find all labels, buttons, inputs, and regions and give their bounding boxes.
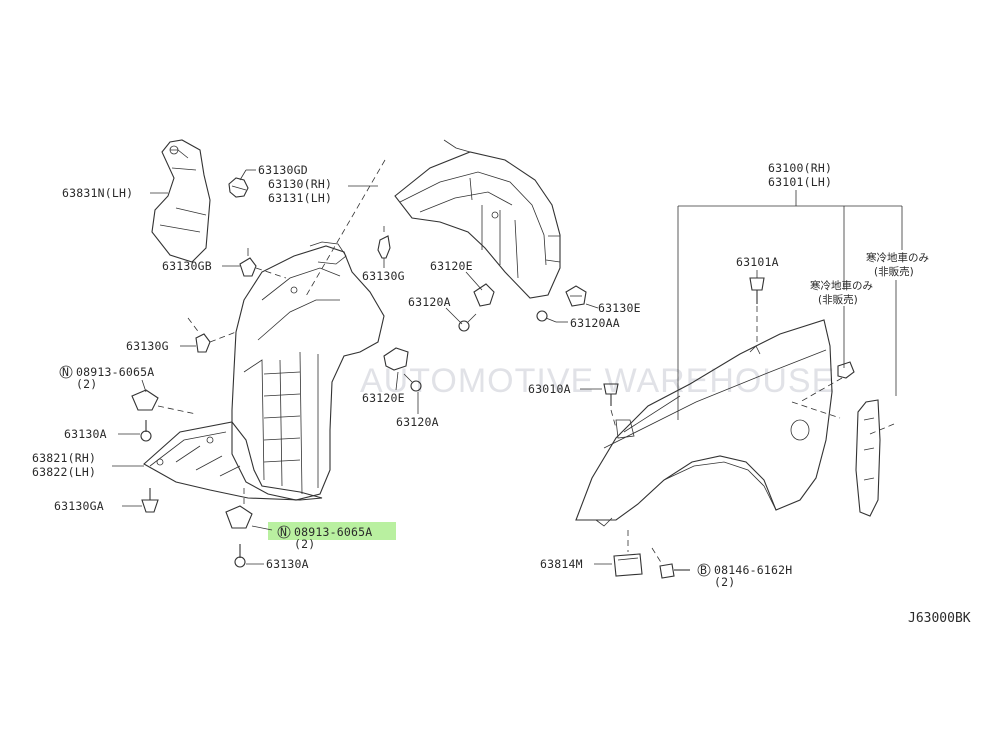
part-fender-liner-rear: [394, 139, 561, 299]
label-63120aa: 63120AA: [570, 316, 620, 330]
label-63822-lh: 63822(LH): [32, 465, 96, 479]
screw-63130a-left: [140, 420, 152, 442]
clip-63120e-upper: [473, 283, 495, 307]
label-08913-upper-qty: (2): [76, 377, 97, 391]
clip-63120e-lower: [383, 347, 409, 371]
screw-63010a: [603, 383, 619, 406]
label-63130ga: 63130GA: [54, 499, 104, 513]
part-63814m-insulator: [613, 553, 643, 577]
clip-63130gd: [228, 177, 249, 198]
label-63101a: 63101A: [736, 255, 779, 269]
part-fender-liner-front: [231, 241, 385, 501]
label-63130gd: 63130GD: [258, 163, 308, 177]
note-cold-region-1: 寒冷地車のみ: [866, 251, 929, 264]
clip-63130e: [565, 285, 587, 307]
label-63010a: 63010A: [528, 382, 571, 396]
part-front-fender: [575, 319, 833, 527]
label-63814m: 63814M: [540, 557, 583, 571]
label-63120a-top: 63120A: [408, 295, 451, 309]
label-08913-lower-qty: (2): [294, 537, 315, 551]
highlight-08913-lower: [268, 522, 396, 540]
diagram-code: J63000BK: [908, 611, 971, 626]
clip-63130g-mid: [377, 226, 391, 259]
screw-63101a: [749, 277, 765, 304]
label-63130e: 63130E: [598, 301, 641, 315]
label-63100-rh: 63100(RH): [768, 161, 832, 175]
note-not-for-sale-1: (非販売): [874, 265, 914, 278]
label-63130g-left: 63130G: [126, 339, 169, 353]
part-side-seal: [855, 399, 881, 517]
label-08913-upper: 08913-6065A: [76, 365, 154, 379]
note-cold-region-2: 寒冷地車のみ: [810, 279, 873, 292]
nut-08913-lower: [225, 505, 253, 529]
label-63821-rh: 63821(RH): [32, 451, 96, 465]
watermark-text: AUTOMOTIVE WAREHOUSE: [360, 362, 835, 400]
screw-63130a-bottom: [234, 544, 246, 568]
part-splash-shield: [143, 421, 323, 501]
label-08913-lower: 08913-6065A: [294, 525, 372, 539]
marker-b: B: [700, 563, 707, 577]
marker-n-lower: N: [280, 525, 287, 539]
label-63120e-top: 63120E: [430, 259, 473, 273]
label-63101-lh: 63101(LH): [768, 175, 832, 189]
part-63831n-bracket: [151, 139, 211, 263]
screw-63120a-upper: [458, 313, 477, 332]
clip-63130ga: [141, 488, 159, 513]
label-63130a-left: 63130A: [64, 427, 107, 441]
clip-cold-region: [837, 361, 855, 379]
label-63120a-bottom: 63120A: [396, 415, 439, 429]
label-08146-qty: (2): [714, 575, 735, 589]
bolt-08146: [659, 563, 690, 579]
screw-63120a-lower: [403, 373, 422, 392]
label-63831n: 63831N(LH): [62, 186, 133, 200]
label-63130g-mid: 63130G: [362, 269, 405, 283]
marker-n-upper: N: [62, 365, 69, 379]
note-not-for-sale-2: (非販売): [818, 293, 858, 306]
label-63131-lh: 63131(LH): [268, 191, 332, 205]
label-63130-rh: 63130(RH): [268, 177, 332, 191]
screw-63120aa: [536, 310, 557, 323]
label-63120e-bottom: 63120E: [362, 391, 405, 405]
label-63130gb: 63130GB: [162, 259, 212, 273]
nut-08913-upper: [131, 389, 159, 411]
label-63130a-bottom: 63130A: [266, 557, 309, 571]
clip-63130g-left: [195, 333, 211, 353]
label-08146: 08146-6162H: [714, 563, 792, 577]
clip-63130gb: [239, 248, 257, 277]
